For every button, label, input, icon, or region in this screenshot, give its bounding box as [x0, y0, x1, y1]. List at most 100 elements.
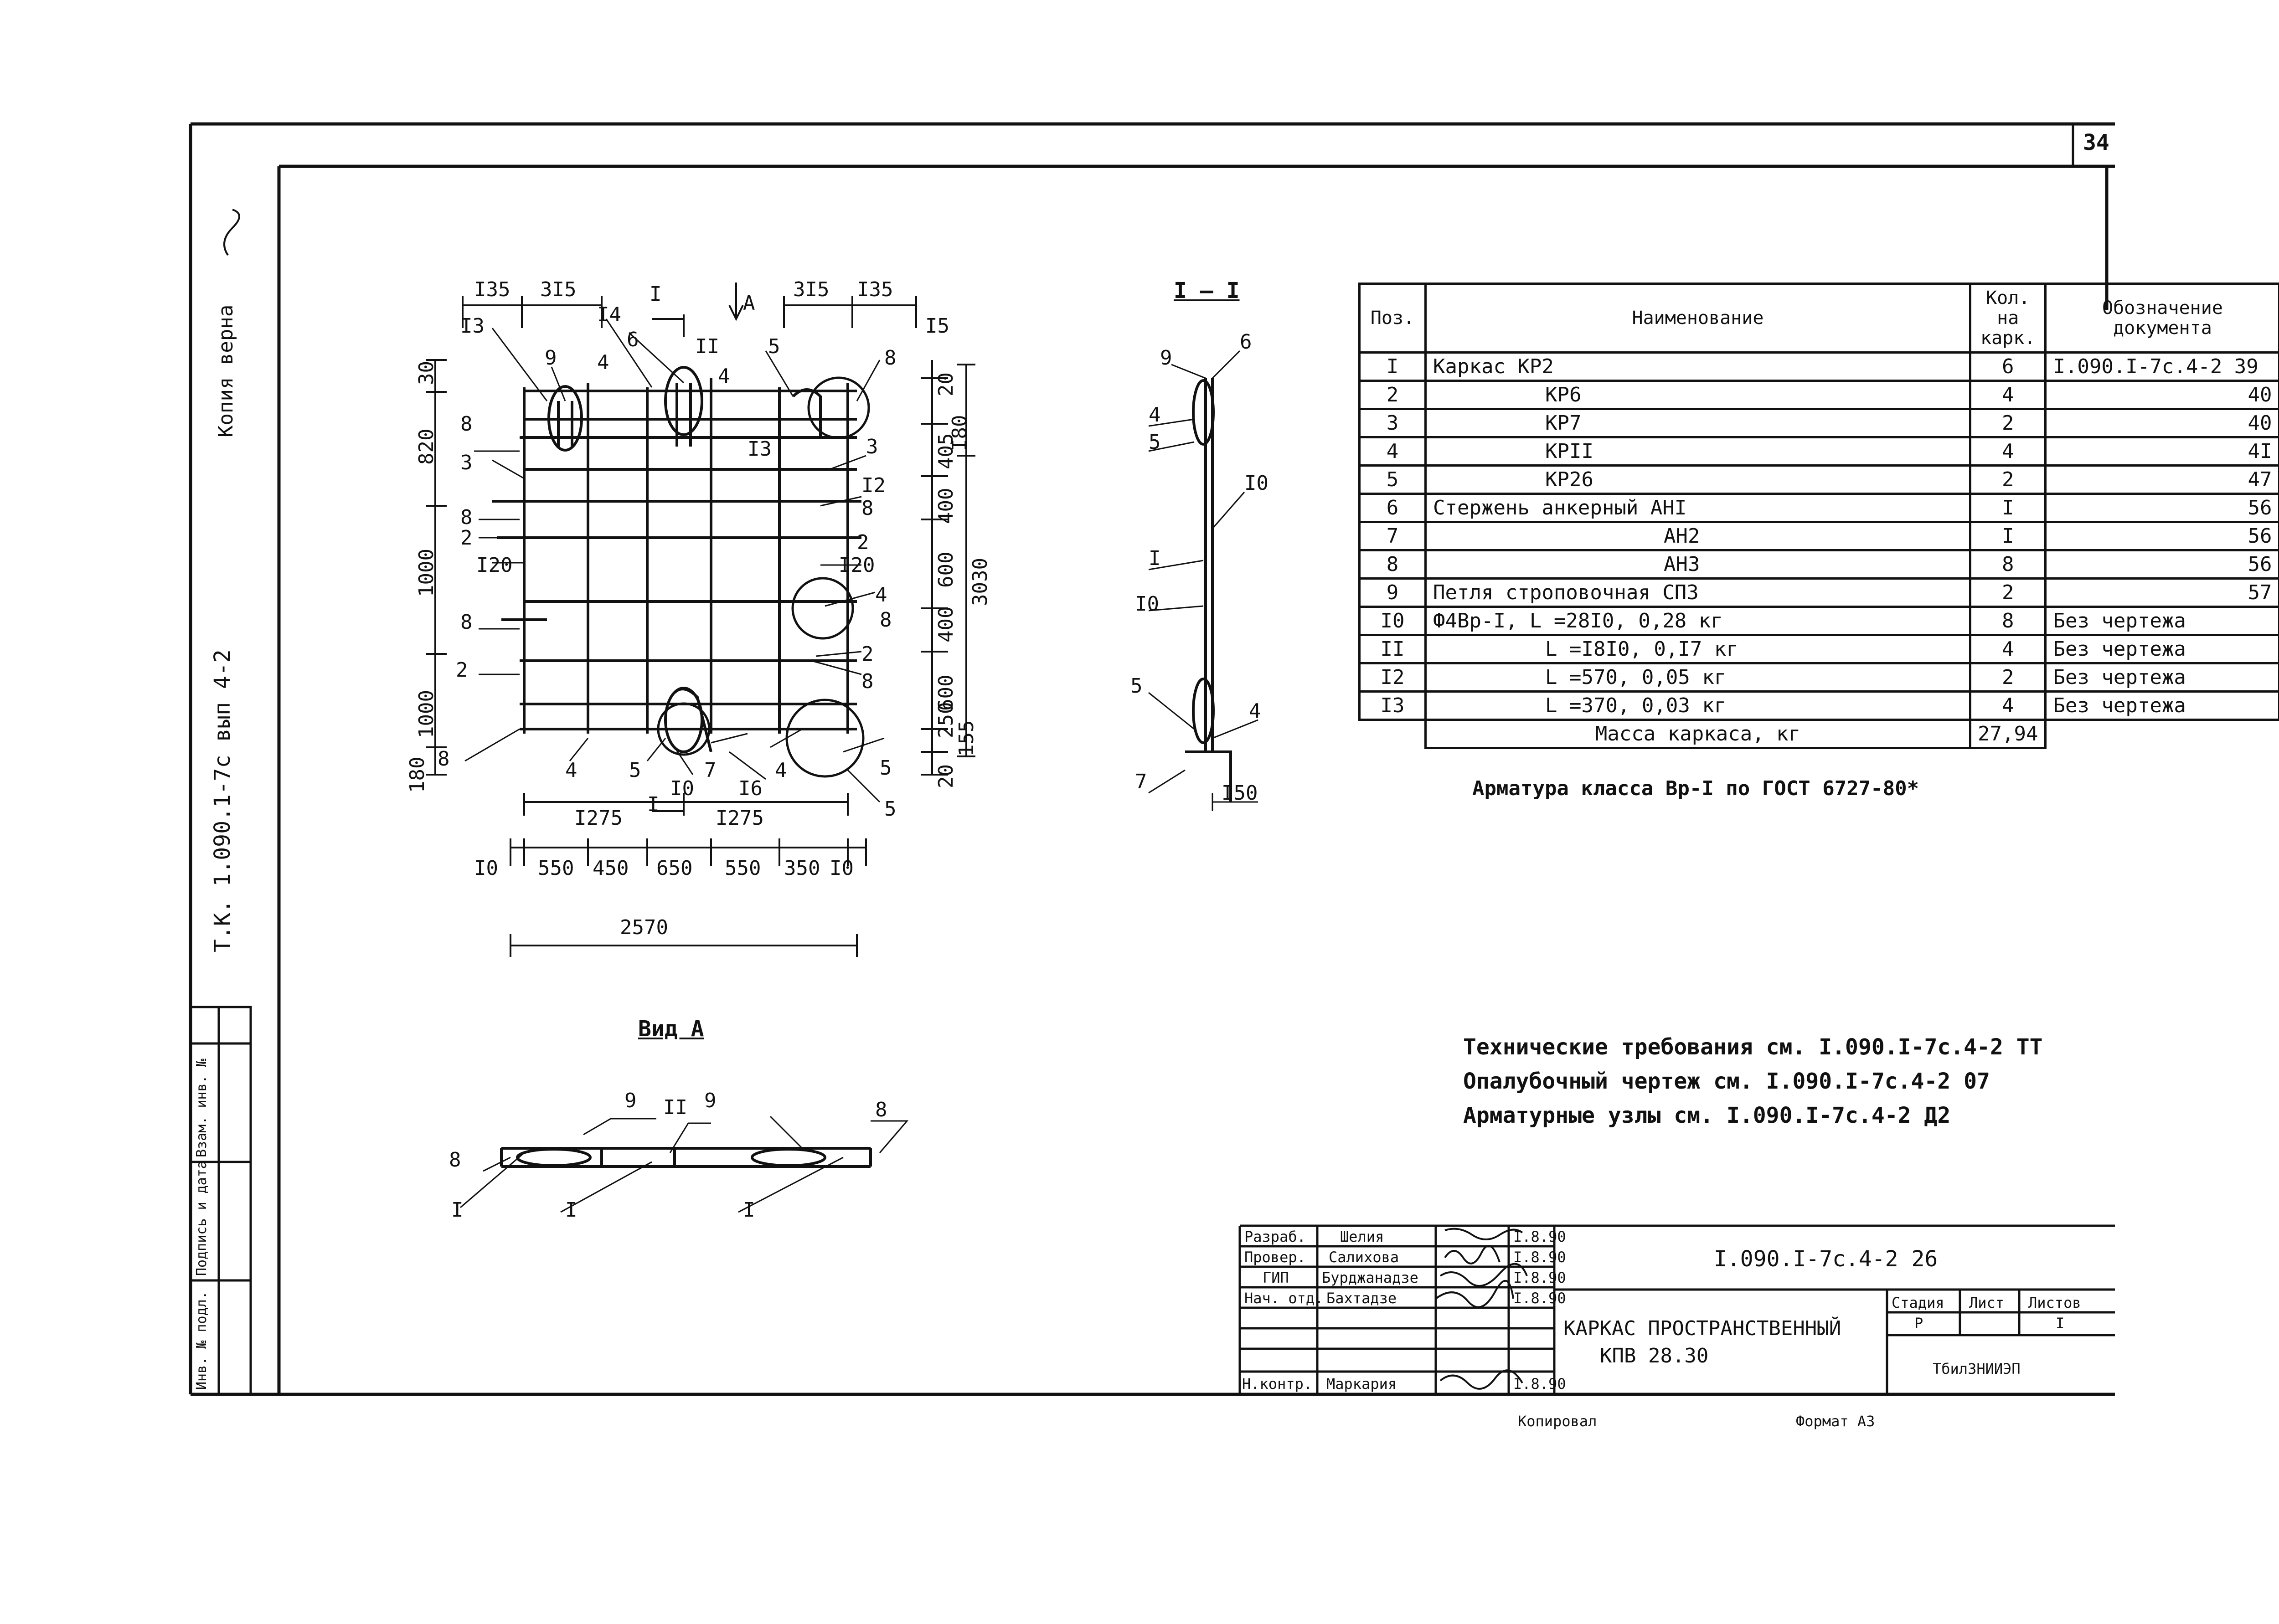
tb-title-line2: КПВ 28.30 — [1600, 1344, 1709, 1367]
spec-cell-doc: 56 — [2044, 521, 2279, 551]
spec-cell-name: КР26 — [1424, 464, 1971, 495]
section-callout: I — [1149, 547, 1161, 570]
tb-date: I.8.90 — [1513, 1290, 1566, 1307]
note-reinforcement-nodes: Арматурные узлы см. I.090.I-7с.4-2 Д2 — [1463, 1103, 1951, 1128]
table-row: 4 КРII 4 4I — [1358, 436, 2279, 467]
plan-right-outer-dim-2: 3030 — [969, 558, 992, 606]
spec-cell-name: КРII — [1424, 436, 1971, 467]
spec-cell-doc: I.090.I-7с.4-2 39 — [2044, 351, 2279, 382]
tb-title-line1: КАРКАС ПРОСТРАНСТВЕННЫЙ — [1563, 1317, 1841, 1340]
spec-cell-qty: 2 — [1969, 408, 2047, 438]
plan-right-dim-3: 400 — [934, 488, 958, 524]
tb-name: Бахтадзе — [1326, 1290, 1397, 1307]
plan-callout: 5 — [768, 335, 780, 358]
plan-callout: 3 — [460, 451, 473, 474]
spec-cell-name: L =I8I0, 0,I7 кг — [1424, 634, 1971, 664]
plan-callout: I4 — [597, 303, 621, 326]
spec-cell-pos: 2 — [1358, 380, 1427, 410]
spec-table: Поз. Наименование Кол. на карк. Обозначе… — [1358, 283, 2279, 749]
plan-callout: 8 — [861, 497, 874, 520]
section-title: I – I — [1174, 278, 1240, 303]
spec-cell-pos: 8 — [1358, 549, 1427, 580]
plan-left-dim-5: 180 — [406, 756, 429, 793]
plan-left-dim-2: 820 — [415, 428, 438, 465]
plan-section-cut-bottom: I — [647, 793, 660, 816]
plan-right-outer-dim-1: I80 — [948, 415, 971, 451]
spec-cell-qty: 4 — [1969, 634, 2047, 664]
tb-role: Провер. — [1244, 1249, 1306, 1266]
spec-cell-name: КР7 — [1424, 408, 1971, 438]
plan-right-dim-8: 155 — [955, 720, 978, 756]
section-callout: 4 — [1149, 403, 1161, 427]
table-row: 2 КР6 4 40 — [1358, 380, 2279, 410]
spec-cell-name: Петля строповочная СП3 — [1424, 577, 1971, 608]
plan-bottom-dim-2: I275 — [716, 807, 764, 830]
tb-date: I.8.90 — [1513, 1228, 1566, 1245]
plan-callout: 8 — [884, 346, 897, 370]
section-callout: 5 — [1130, 674, 1143, 698]
spec-cell-name: L =570, 0,05 кг — [1424, 662, 1971, 693]
tb-name: Шелия — [1340, 1228, 1384, 1245]
section-callout: I0 — [1244, 472, 1268, 495]
spec-cell-name: АН2 — [1424, 521, 1971, 551]
plan-callout: 3 — [866, 435, 878, 458]
spec-cell-qty: 2 — [1969, 464, 2047, 495]
spec-cell-pos: I3 — [1358, 690, 1427, 721]
spec-cell-doc: Без чертежа — [2044, 606, 2279, 636]
spec-header-qty: Кол. на карк. — [1969, 283, 2047, 354]
spec-header-doc: Обозначение документа — [2044, 283, 2279, 354]
section-callout: 7 — [1135, 770, 1147, 793]
plan-callout: I20 — [476, 554, 513, 577]
table-row: I3 L =370, 0,03 кг 4 Без чертежа — [1358, 690, 2279, 721]
tb-name: Маркария — [1326, 1375, 1397, 1393]
plan-left-dim-4: 1000 — [415, 690, 438, 738]
plan-overall-width: 2570 — [620, 916, 668, 939]
table-row: I2 L =570, 0,05 кг 2 Без чертежа — [1358, 662, 2279, 693]
plan-bottom-dim-8: 350 — [784, 857, 820, 880]
plan-callout: 8 — [880, 608, 892, 632]
tb-sheets-label: Листов — [2028, 1294, 2081, 1311]
plan-top-dim-1: I35 — [474, 278, 510, 301]
table-row: II L =I8I0, 0,I7 кг 4 Без чертежа — [1358, 634, 2279, 664]
plan-bottom-dim-5: 450 — [593, 857, 629, 880]
plan-callout: 5 — [629, 759, 641, 782]
plan-callout: 4 — [565, 759, 577, 782]
plan-right-dim-1: 20 — [934, 372, 958, 396]
spec-header-row: Поз. Наименование Кол. на карк. Обозначе… — [1358, 283, 2279, 354]
plan-callout: 5 — [884, 797, 897, 821]
plan-callout: 4 — [718, 365, 730, 388]
plan-right-dim-5: 400 — [934, 606, 958, 642]
plan-top-dim-4: I35 — [857, 278, 893, 301]
spec-cell-pos: I2 — [1358, 662, 1427, 693]
plan-callout: I20 — [839, 554, 875, 577]
copied-by: Копировал — [1518, 1413, 1597, 1430]
plan-right-dim-7: 250 — [934, 702, 958, 738]
section-callout: I0 — [1135, 592, 1159, 616]
spec-header-name: Наименование — [1424, 283, 1971, 354]
table-row: 7 АН2 I 56 — [1358, 521, 2279, 551]
section-dim: I50 — [1222, 781, 1258, 805]
spec-mass-row: Масса каркаса, кг 27,94 — [1360, 719, 2279, 749]
spec-cell-doc: 57 — [2044, 577, 2279, 608]
spec-cell-qty: 8 — [1969, 549, 2047, 580]
sheet-format: Формат А3 — [1796, 1413, 1875, 1430]
spec-cell-qty: 2 — [1969, 662, 2047, 693]
tb-stage-value: Р — [1914, 1315, 1923, 1332]
plan-callout: I3 — [460, 314, 485, 338]
plan-callout: 8 — [861, 670, 874, 693]
table-row: 9 Петля строповочная СП3 2 57 — [1358, 577, 2279, 608]
plan-callout: 4 — [875, 583, 887, 606]
table-row: 5 КР26 2 47 — [1358, 464, 2279, 495]
tb-date: I.8.90 — [1513, 1269, 1566, 1286]
plan-bottom-dim-1: I275 — [574, 807, 623, 830]
section-callout: 6 — [1240, 330, 1252, 354]
spec-cell-name: КР6 — [1424, 380, 1971, 410]
view-a-callout: I — [451, 1198, 464, 1222]
spec-cell-pos: I — [1358, 351, 1427, 382]
section-callout: 4 — [1249, 699, 1261, 723]
spec-cell-qty: 8 — [1969, 606, 2047, 636]
strip-label-replace: Взам. инв. № — [194, 1059, 210, 1157]
spec-cell-pos: II — [1358, 634, 1427, 664]
spec-note: Арматура класса Вр-I по ГОСТ 6727-80* — [1472, 777, 1919, 800]
spec-cell-doc: 40 — [2044, 380, 2279, 410]
